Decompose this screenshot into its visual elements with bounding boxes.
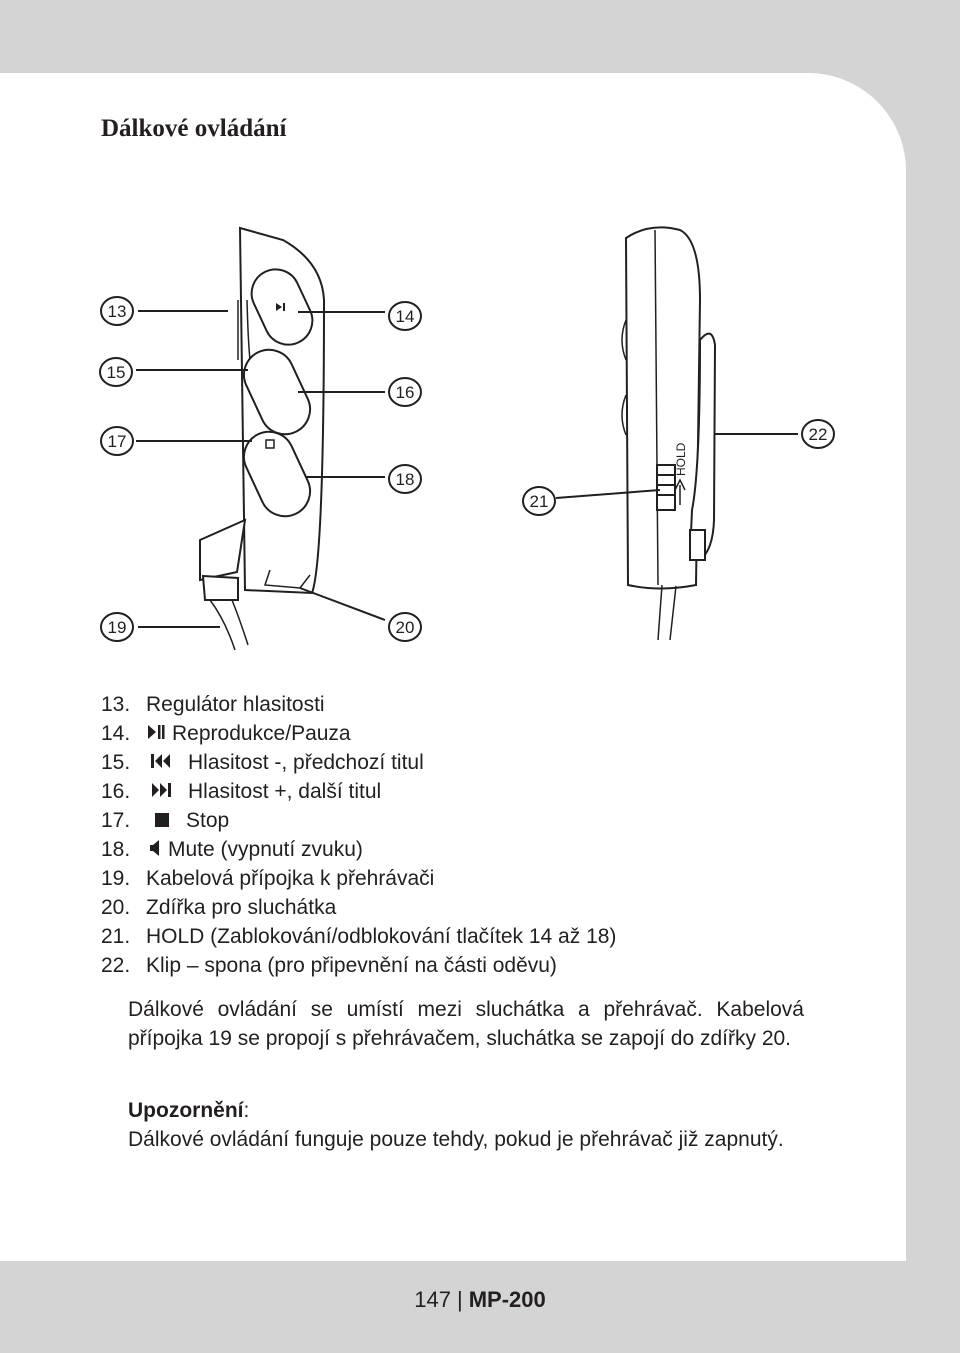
page-number-line: 147|MP-200 (0, 1287, 960, 1313)
previous-icon (150, 749, 172, 778)
footer-separator: | (456, 1287, 463, 1312)
page-number: 147 (414, 1287, 451, 1312)
hold-label: HOLD (674, 442, 688, 476)
stop-icon (154, 807, 170, 836)
list-item: 20.Zdířka pro sluchátka (101, 896, 337, 919)
callout-label: 13 (108, 302, 127, 321)
warning-text: Dálkové ovládání funguje pouze tehdy, po… (128, 1128, 784, 1151)
list-item: 17.Stop (101, 806, 616, 835)
callout-label: 14 (396, 307, 415, 326)
callout-label: 17 (108, 432, 127, 451)
callout-22 (801, 419, 835, 449)
play-pause-icon (146, 720, 166, 749)
list-item: 14.Reprodukce/Pauza (101, 719, 616, 748)
callout-16 (388, 377, 422, 407)
callout-21 (522, 486, 556, 516)
callout-label: 15 (107, 363, 126, 382)
callout-17 (100, 426, 134, 456)
mute-icon (148, 836, 162, 865)
page-title: Dálkové ovládání (101, 115, 287, 142)
model-name: MP-200 (468, 1287, 546, 1312)
list-item: 16.Hlasitost +, další titul (101, 777, 616, 806)
callout-label: 21 (530, 492, 549, 511)
callout-label: 20 (396, 618, 415, 637)
next-icon (150, 778, 172, 807)
callout-label: 22 (809, 425, 828, 444)
callout-label: 16 (396, 383, 415, 402)
callout-label: 18 (396, 470, 415, 489)
callout-18 (388, 464, 422, 494)
list-item: 19.Kabelová přípojka k přehrávači (101, 867, 435, 890)
remote-control-diagram: 13 14 15 16 17 18 19 20 21 22 HOLD (99, 226, 835, 650)
callout-19 (100, 612, 134, 642)
warning-label: Upozornění (128, 1099, 244, 1122)
callout-label: 19 (108, 618, 127, 637)
list-item: 13.Regulátor hlasitosti (101, 693, 325, 716)
warning-heading: Upozornění: (128, 1099, 250, 1122)
list-item: 18.Mute (vypnutí zvuku) (101, 835, 616, 864)
list-item: 21.HOLD (Zablokování/odblokování tlačíte… (101, 925, 617, 948)
description-paragraph: Dálkové ovládání se umístí mezi sluchátk… (128, 998, 804, 1050)
callout-20 (388, 612, 422, 642)
parts-list: 13.Regulátor hlasitosti 14.Reprodukce/Pa… (101, 690, 616, 980)
list-item: 22.Klip – spona (pro připevnění na části… (101, 954, 557, 977)
callout-13 (100, 296, 134, 326)
footer-band (0, 1261, 960, 1353)
list-item: 15.Hlasitost -, předchozí titul (101, 748, 616, 777)
callout-15 (99, 357, 133, 387)
page-sheet (0, 73, 906, 1261)
callout-14 (388, 301, 422, 331)
